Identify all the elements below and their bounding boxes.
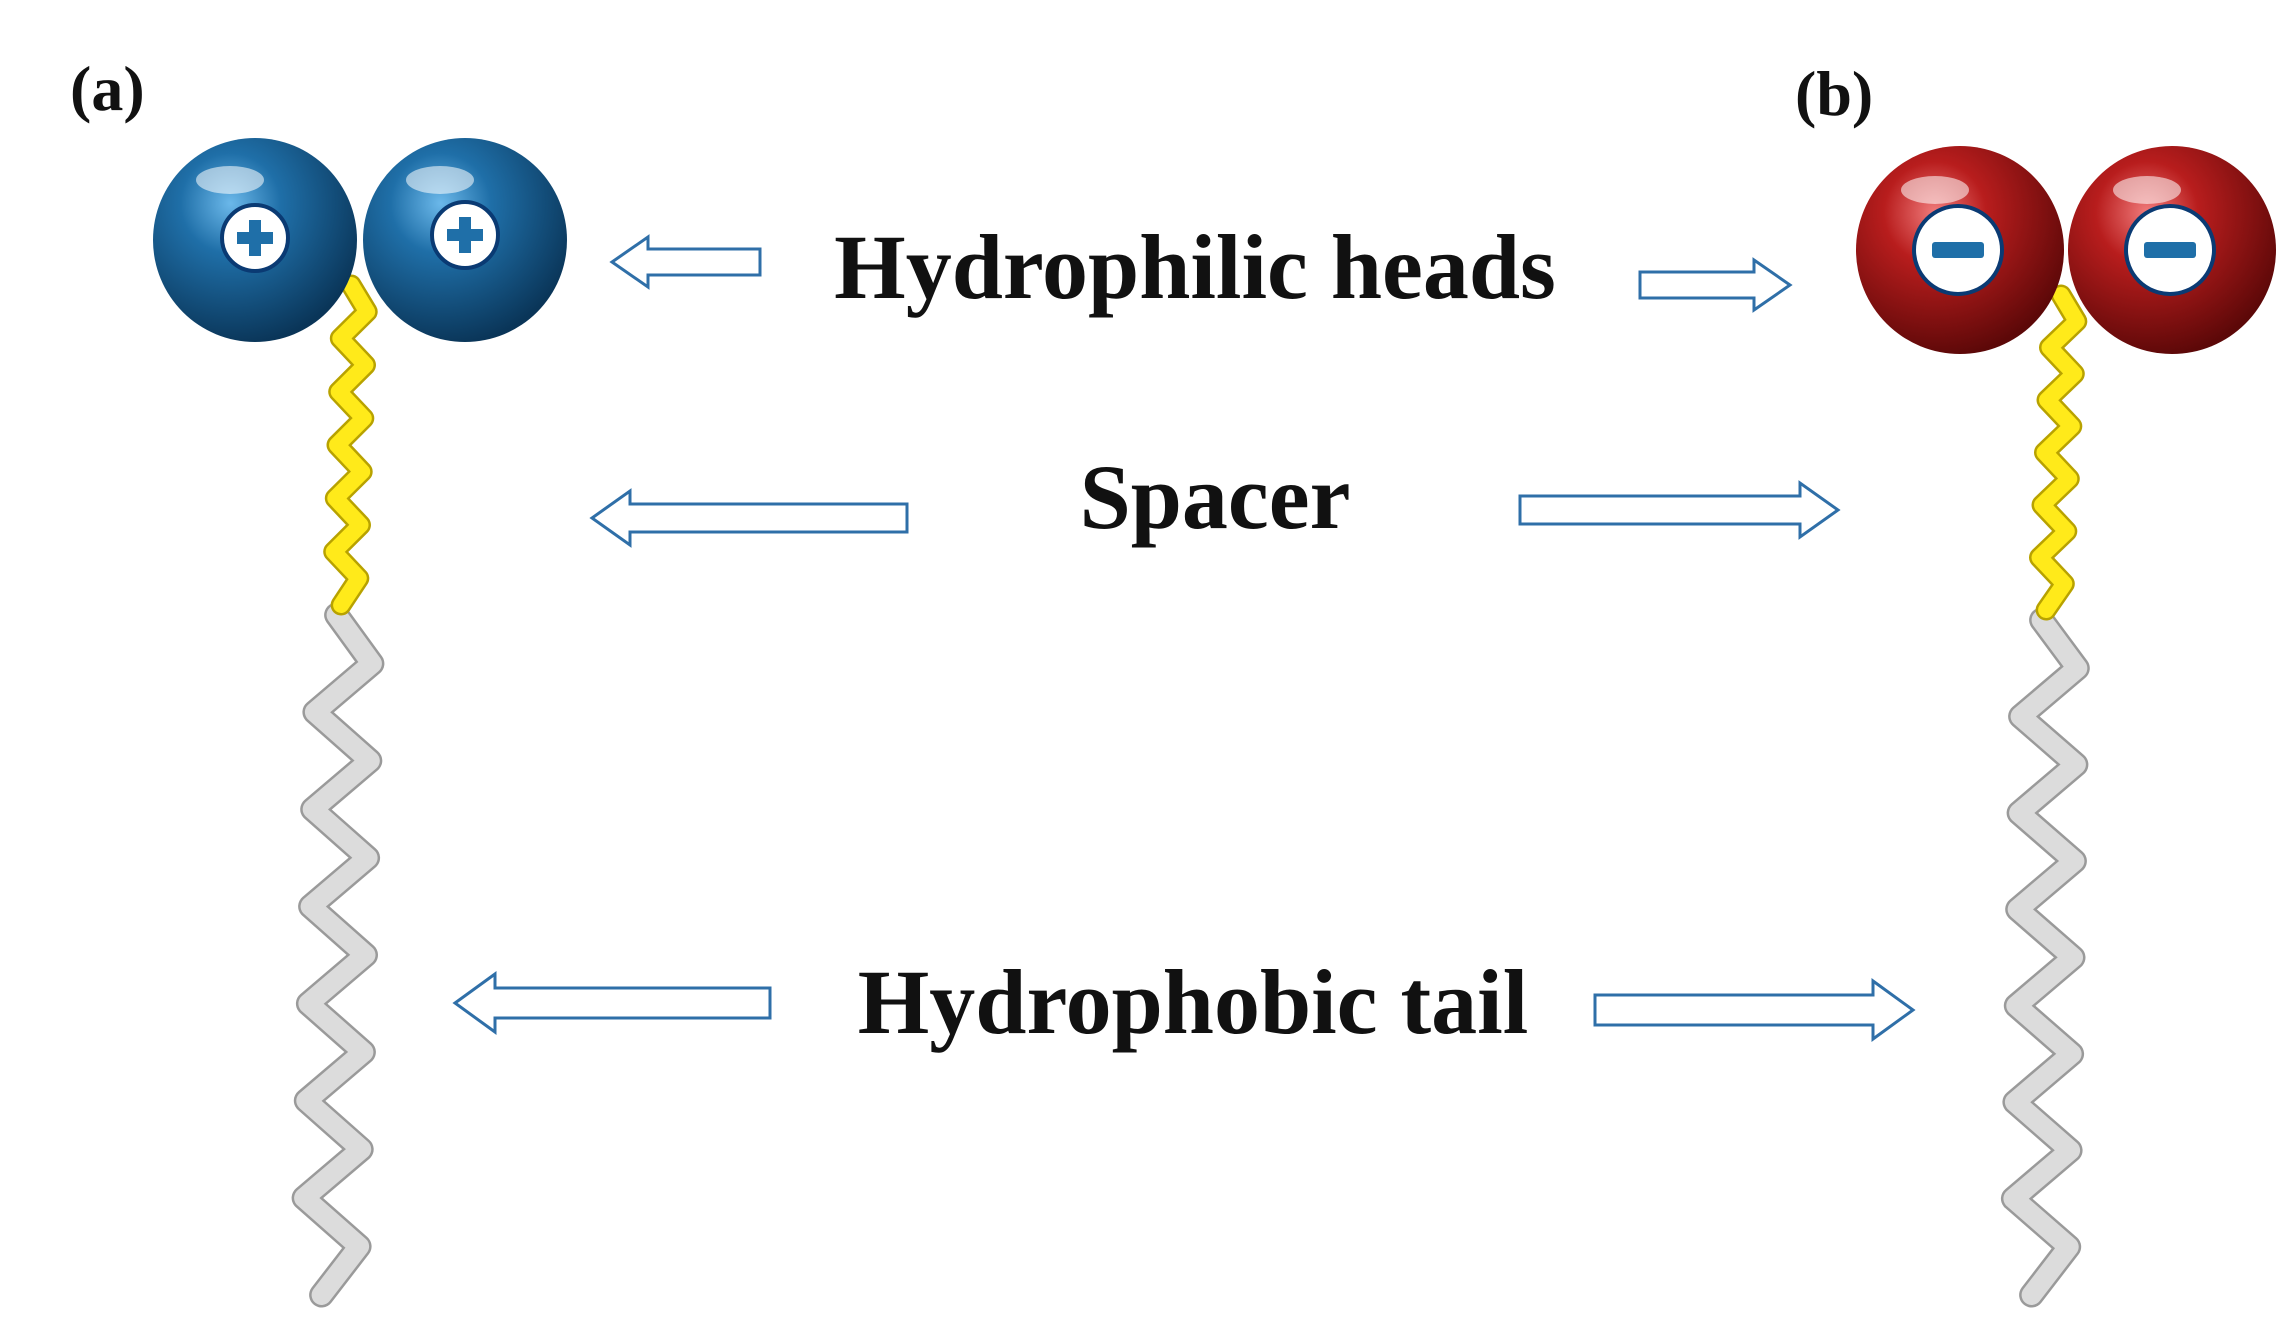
- arrow-heads-right: [1638, 257, 1793, 313]
- panel-label-b: (b): [1795, 58, 1873, 129]
- molecule-b: [1856, 146, 2276, 1308]
- spacer-chain-b: [2029, 284, 2088, 621]
- hydrophilic-head-b-right: [2068, 146, 2276, 354]
- arrow-spacer-left: [589, 488, 909, 548]
- arrow-shape: [589, 488, 909, 548]
- chain-segment: [325, 277, 376, 613]
- arrow-shape: [609, 234, 762, 290]
- hydrophobic-tail-b: [2000, 607, 2090, 1308]
- hydrophobic-tail-a: [291, 602, 385, 1308]
- chain-segment: [2031, 287, 2085, 618]
- hydrophilic-head-b-left: [1856, 146, 2064, 354]
- arrow-shape: [1638, 257, 1793, 313]
- label-hydrophobic-tail: Hydrophobic tail: [858, 951, 1529, 1053]
- arrow-shape: [452, 971, 772, 1035]
- label-spacer: Spacer: [1080, 446, 1351, 548]
- arrow-tail-left: [452, 971, 772, 1035]
- arrow-shape: [1593, 978, 1916, 1042]
- hydrophilic-head-a-right: [363, 138, 567, 342]
- chain-segment: [294, 605, 382, 1305]
- molecule-a: [153, 138, 567, 1308]
- chain-segment: [2003, 610, 2088, 1305]
- hydrophilic-head-a-left: [153, 138, 357, 342]
- label-hydrophilic-heads: Hydrophilic heads: [834, 216, 1556, 318]
- spacer-chain-a: [323, 274, 378, 616]
- arrow-shape: [1518, 480, 1841, 540]
- panel-label-a: (a): [70, 53, 145, 124]
- arrow-heads-left: [609, 234, 762, 290]
- arrow-tail-right: [1593, 978, 1916, 1042]
- arrow-spacer-right: [1518, 480, 1841, 540]
